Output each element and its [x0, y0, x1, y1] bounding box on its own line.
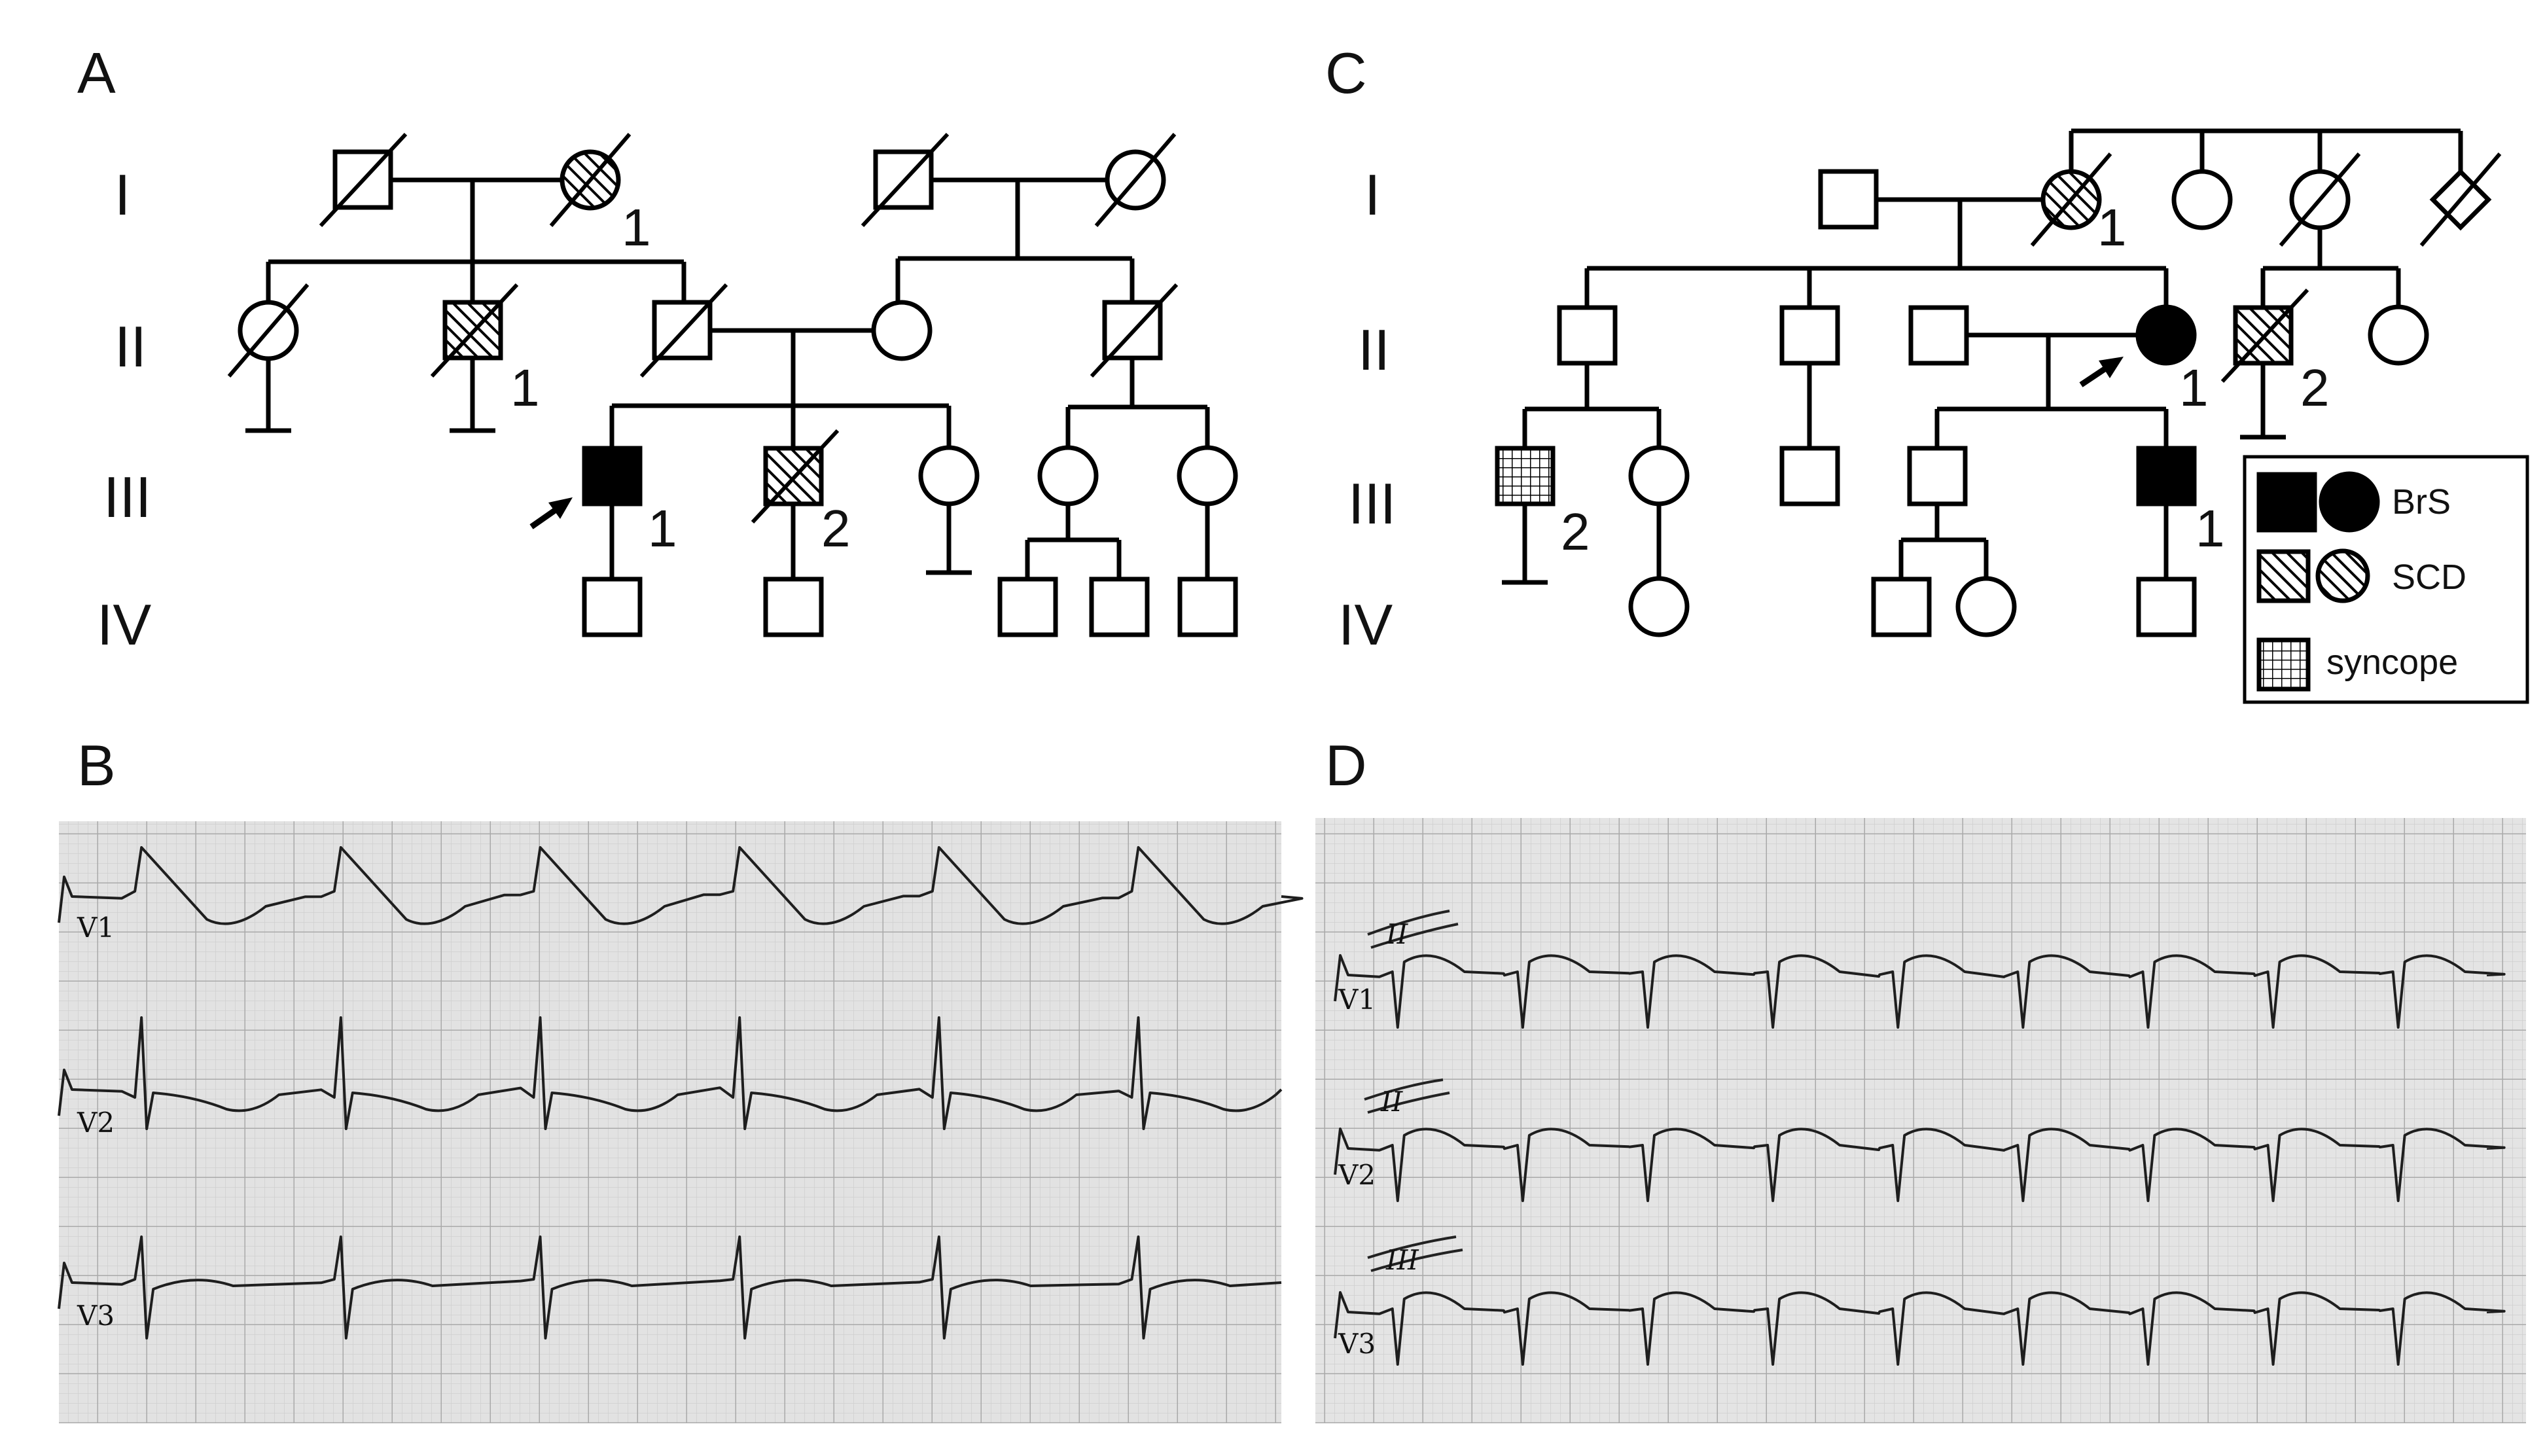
c-ii-3-male — [1908, 305, 1969, 366]
ecg-b-lead-v1: V1 — [77, 912, 115, 944]
c-ii-4-number: 1 — [2179, 359, 2209, 417]
panel-d-label: D — [1325, 733, 1367, 798]
c-ii-6-female — [2368, 304, 2429, 366]
a-iii-5-female — [1177, 445, 1238, 506]
c-iv-3-female — [1955, 576, 2017, 637]
a-iii-4-female — [1037, 445, 1099, 506]
legend-scd-label: SCD — [2392, 558, 2466, 597]
ecg-d-mark-2: II — [1380, 1086, 1404, 1118]
c-iv-1-female — [1628, 576, 1690, 637]
legend-brs-square — [2256, 472, 2317, 533]
gen-label-a-3: III — [103, 465, 151, 529]
legend: BrS SCD syncope — [2243, 455, 2529, 704]
panel-c-label: C — [1325, 41, 1367, 105]
a-iv-5-male — [1177, 577, 1238, 637]
c-ii-5-number: 2 — [2300, 359, 2330, 417]
panel-b-label: B — [77, 733, 116, 798]
panel-a-label: A — [77, 41, 116, 105]
ecg-b-lead-v3: V3 — [77, 1300, 115, 1332]
proband-arrow-c — [2079, 357, 2124, 387]
ecg-d-mark-1: II — [1385, 918, 1409, 950]
c-iv-2-male — [1871, 577, 1932, 637]
legend-syncope-square — [2256, 637, 2311, 692]
a-iii-1-brs-proband — [582, 446, 643, 506]
a-iii-2-number: 2 — [821, 499, 851, 558]
c-iii-3-male — [1779, 446, 1840, 506]
pedigree-c-lines — [1502, 128, 2463, 585]
gen-label-a-1: I — [115, 162, 130, 227]
c-iii-5-brs-male — [2136, 446, 2197, 506]
gen-label-c-2: II — [1358, 317, 1390, 382]
c-ii-2-male — [1779, 305, 1840, 366]
ecg-d-lead-v3: V3 — [1338, 1328, 1376, 1360]
legend-syncope-label: syncope — [2326, 643, 2458, 682]
panel-d-ecg: D II II III V1 V2 V3 — [1315, 733, 2526, 1423]
pedigree-a-lines — [245, 177, 1210, 579]
c-iii-1-syncope-male — [1495, 446, 1556, 506]
gen-label-c-1: I — [1364, 162, 1380, 227]
a-iii-1-number: 1 — [648, 499, 677, 558]
ecg-d-lead-v2: V2 — [1338, 1159, 1376, 1191]
ecg-d-trace-v2 — [1334, 1128, 2506, 1202]
panel-b-ecg: B V1 V2 V3 — [58, 733, 1304, 1423]
a-ii-4-female — [871, 300, 933, 361]
a-iv-3-male — [997, 577, 1058, 637]
a-iv-1-male — [582, 577, 643, 637]
ecg-b-trace-v2 — [58, 1016, 1283, 1130]
ecg-b-trace-v1 — [58, 846, 1304, 925]
a-ii-2-number: 1 — [510, 359, 540, 417]
c-iii-5-number: 1 — [2196, 499, 2225, 558]
legend-brs-label: BrS — [2392, 482, 2451, 522]
a-iv-2-male — [763, 577, 824, 637]
gen-label-a-4: IV — [97, 592, 151, 657]
proband-arrow-a — [529, 497, 573, 529]
ecg-b-lead-v2: V2 — [77, 1107, 115, 1139]
gen-label-a-2: II — [115, 314, 147, 379]
c-i-2-number: 1 — [2097, 198, 2127, 257]
c-ii-1-male — [1557, 305, 1618, 366]
legend-scd-circle — [2315, 548, 2370, 603]
gen-label-c-3: III — [1348, 471, 1396, 536]
a-i-2-number: 1 — [622, 198, 651, 257]
ecg-d-lead-v1: V1 — [1338, 984, 1376, 1016]
a-iv-4-male — [1089, 577, 1150, 637]
c-iv-4-male — [2136, 577, 2197, 637]
c-i-3-female — [2171, 169, 2233, 230]
ecg-d-trace-v1 — [1334, 954, 2506, 1029]
c-iii-2-female — [1628, 445, 1690, 506]
legend-scd-square — [2256, 549, 2311, 603]
legend-brs-circle — [2319, 471, 2380, 533]
ecg-b-trace-v3 — [58, 1235, 1282, 1340]
panel-c-pedigree: C I II III IV — [1325, 41, 2529, 704]
c-ii-4-brs-proband — [2135, 304, 2197, 366]
ecg-d-trace-v3 — [1334, 1291, 2506, 1366]
c-iii-1-number: 2 — [1561, 503, 1590, 561]
ecg-d-mark-3: III — [1385, 1244, 1419, 1276]
c-i-1-male — [1818, 169, 1879, 230]
panel-a-pedigree: A I II III IV — [77, 41, 1238, 657]
gen-label-c-4: IV — [1338, 592, 1393, 657]
c-iii-4-male — [1907, 446, 1968, 506]
a-iii-3-female — [918, 445, 980, 506]
